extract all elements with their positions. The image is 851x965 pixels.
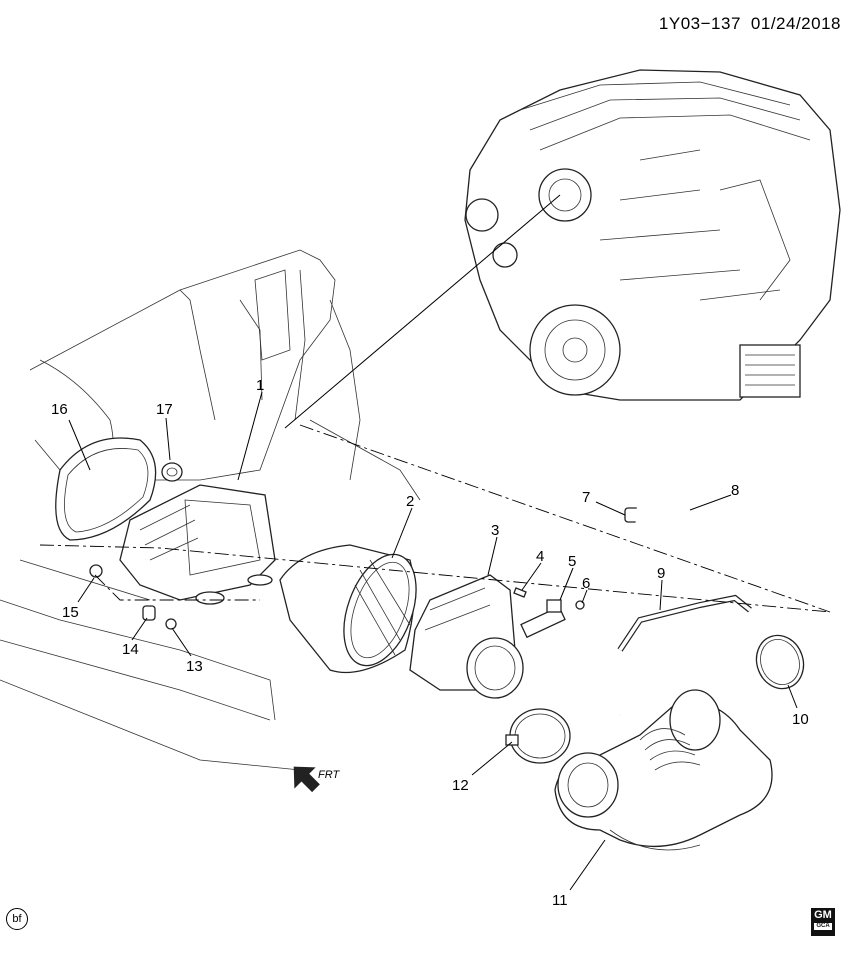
callout-12: 12 xyxy=(452,777,469,794)
diagram-date: 01/24/2018 xyxy=(750,14,841,33)
part-4-screw xyxy=(513,587,527,598)
callout-13: 13 xyxy=(186,658,203,675)
corner-badge: bf xyxy=(6,908,28,930)
callout-15: 15 xyxy=(62,604,79,621)
part-5-mass-airflow-sensor xyxy=(520,599,566,639)
gm-logo: GM GCA xyxy=(811,908,835,936)
callout-6: 6 xyxy=(582,575,590,592)
callout-17: 17 xyxy=(156,401,173,418)
part-1-air-cleaner-housing xyxy=(119,484,276,605)
diagram-code: 1Y03−137 xyxy=(658,14,741,33)
part-3-air-cleaner-cover xyxy=(409,574,524,699)
callout-16: 16 xyxy=(51,401,68,418)
part-13-bolt xyxy=(165,618,177,630)
frt-label: FRT xyxy=(318,769,340,781)
part-10-clamp xyxy=(755,634,805,690)
fastener-centerline xyxy=(94,574,260,601)
callout-11: 11 xyxy=(552,892,568,909)
assembly-centerline-upper xyxy=(299,424,831,613)
callout-10: 10 xyxy=(792,711,809,728)
part-9-vent-tube xyxy=(617,594,752,652)
diagram-header: 1Y03−137 01/24/2018 xyxy=(649,14,841,34)
callout-4: 4 xyxy=(536,548,544,565)
assembly-centerline xyxy=(39,544,831,613)
callout-7: 7 xyxy=(582,489,590,506)
vehicle-body-structure xyxy=(0,249,421,771)
part-17-grommet xyxy=(161,462,183,482)
part-16-seal xyxy=(55,437,157,541)
callout-8: 8 xyxy=(731,482,739,499)
callout-2: 2 xyxy=(406,493,414,510)
callout-14: 14 xyxy=(122,641,139,658)
engine-illustration xyxy=(464,69,841,401)
front-direction-arrow: FRT xyxy=(293,766,340,793)
engine-leader-line xyxy=(284,194,561,429)
callout-labels: 1 2 3 4 5 6 7 8 9 10 11 12 13 14 15 16 1… xyxy=(51,377,809,909)
callout-3: 3 xyxy=(491,522,499,539)
part-11-intake-duct xyxy=(554,689,773,851)
part-2-air-filter xyxy=(279,544,417,674)
gm-logo-subtext: GCA xyxy=(814,923,832,930)
callout-1: 1 xyxy=(256,377,264,394)
callout-9: 9 xyxy=(657,565,665,582)
callout-leaders xyxy=(68,391,798,891)
callout-5: 5 xyxy=(568,553,576,570)
part-14-insulator xyxy=(142,605,156,621)
gm-logo-text: GM xyxy=(814,909,832,921)
part-12-clamp xyxy=(505,708,571,764)
part-15-washer xyxy=(89,564,103,578)
part-8-vent-hose xyxy=(590,466,692,716)
